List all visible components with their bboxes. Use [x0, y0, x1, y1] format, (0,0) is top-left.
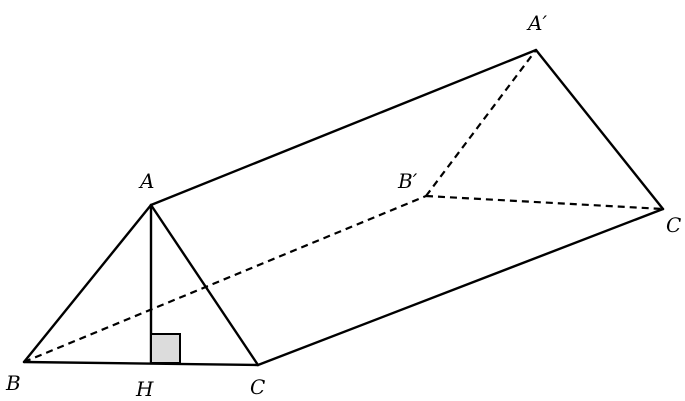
edge-Aprime-Cprime: [534, 48, 665, 211]
label-A: A: [138, 169, 154, 193]
edge-B-Bprime: [23, 194, 427, 364]
edge-B-C: [22, 360, 260, 367]
edge-A-Aprime: [149, 48, 538, 207]
edge-A-B: [22, 203, 153, 364]
edge-A-C: [149, 203, 260, 367]
edge-C-Cprime: [256, 207, 665, 367]
label-C-prime: C: [666, 213, 681, 237]
right-angle-marker: [150, 333, 181, 364]
label-A-prime: A′: [526, 11, 547, 35]
label-C: C: [250, 375, 265, 399]
label-B-prime: B′: [397, 169, 418, 193]
label-H: H: [135, 377, 154, 401]
edge-Bprime-Cprime: [425, 194, 664, 211]
edge-Bprime-Aprime: [425, 49, 537, 197]
label-B: B: [5, 371, 21, 395]
